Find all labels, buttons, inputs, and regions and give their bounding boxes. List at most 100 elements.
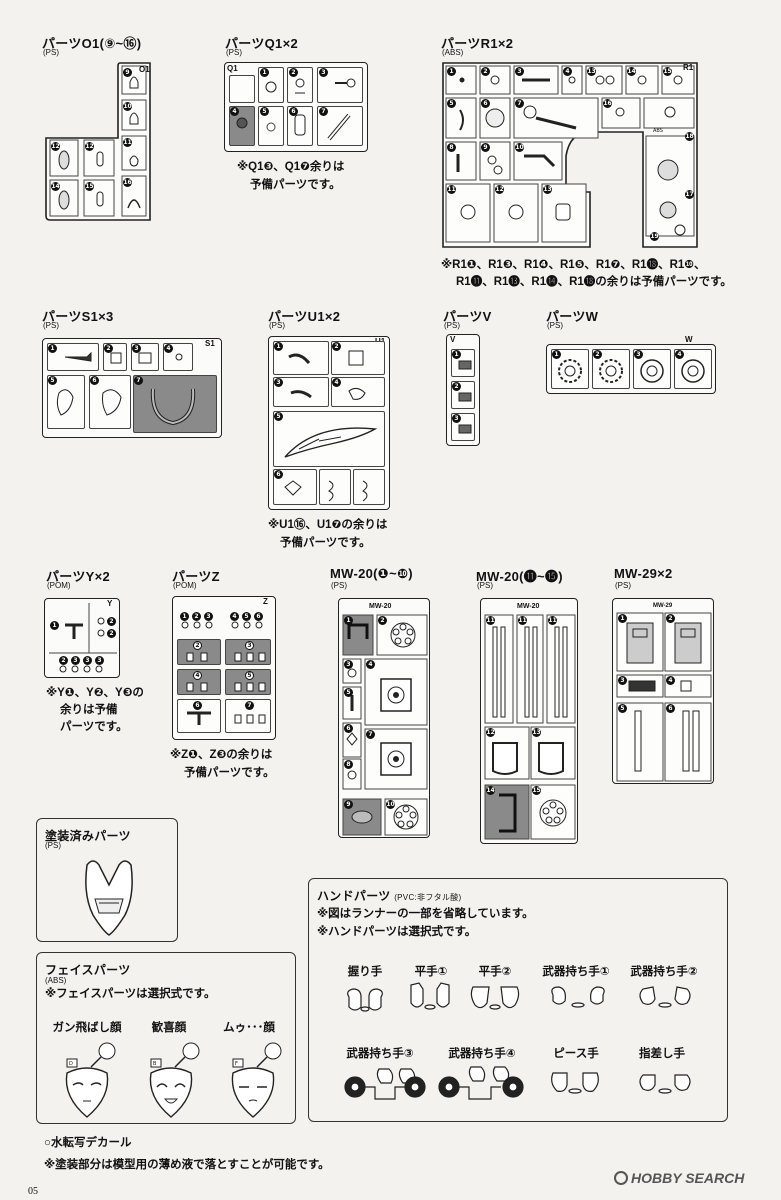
painted-parts-box: 塗装済みパーツ (PS): [36, 818, 178, 942]
part-number-badge: 2: [107, 617, 116, 626]
parts-u1-material: (PS): [269, 321, 285, 330]
hand-label-weapon-1: 武器持ち手①: [542, 966, 610, 978]
mw20b-runner: MW-20 11 11 11 12 13 14 15: [480, 598, 578, 844]
part-number-badge: 2: [59, 656, 68, 665]
hand-row1-drawings: [347, 982, 691, 1012]
parts-z-title: パーツZ: [172, 569, 220, 584]
parts-q1-tag: Q1: [227, 64, 238, 73]
part-number-badge: 16: [603, 99, 612, 108]
parts-u1-runner: U1 1 2 3 4 5 6: [268, 336, 390, 510]
part-number-badge: 1: [274, 342, 283, 351]
face-parts-box: フェイスパーツ (ABS) ※フェイスパーツは選択式です。 ガン飛ばし顔 歓喜顔…: [36, 952, 296, 1124]
parts-z-note-1: ※Z❶、Z❸の余りは: [170, 749, 273, 761]
watermark: HOBBY SEARCH: [614, 1170, 744, 1186]
parts-o1-tag: O1: [139, 65, 150, 74]
part-number-badge: 7: [134, 376, 143, 385]
parts-y-material: (POM): [47, 581, 71, 590]
part-number-badge: 4: [666, 676, 675, 685]
mw29-material: (PS): [615, 581, 631, 590]
hand-parts-material: (PVC:非フタル酸): [394, 893, 462, 902]
hand-label-weapon-3: 武器持ち手③: [346, 1048, 414, 1060]
part-number-badge: 2: [378, 616, 387, 625]
part-number-badge: 3: [452, 414, 461, 423]
part-number-badge: 3: [204, 612, 213, 621]
parts-q1-title: パーツQ1×2: [225, 36, 299, 51]
part-number-badge: 8: [447, 143, 456, 152]
mw20b-material: (PS): [477, 581, 493, 590]
face-label-2: 歓喜顔: [151, 1022, 187, 1034]
footer-note: ※塗装部分は模型用の薄め液で落とすことが可能です。: [44, 1159, 330, 1171]
parts-q1-note-2: 予備パーツです。: [250, 179, 341, 191]
part-number-badge: 1: [552, 350, 561, 359]
mw20b-title: MW-20(⓫~⓯): [476, 569, 563, 584]
parts-u1-note-2: 予備パーツです。: [280, 537, 371, 549]
painted-parts-material: (PS): [45, 841, 61, 850]
hand-label-flat-2: 平手②: [478, 966, 512, 978]
part-number-badge: 12: [495, 185, 504, 194]
runner-cell: [273, 341, 329, 375]
part-number-badge: 10: [515, 143, 524, 152]
parts-s1-tag: S1: [205, 339, 215, 348]
hand-label-flat-1: 平手①: [414, 966, 448, 978]
part-number-badge: 3: [71, 656, 80, 665]
part-number-badge: 6: [274, 470, 283, 479]
part-number-badge: 1: [344, 616, 353, 625]
parts-v-title: パーツV: [443, 309, 492, 324]
part-number-badge: 1: [180, 612, 189, 621]
part-number-badge: 6: [254, 612, 263, 621]
parts-z-tag: Z: [263, 597, 268, 606]
part-number-badge: 1: [260, 68, 269, 77]
watermark-logo-icon: [614, 1171, 628, 1185]
hand-parts-title: ハンドパーツ (PVC:非フタル酸): [317, 887, 462, 904]
face-label-3: ムゥ･･･顔: [223, 1022, 275, 1034]
part-number-badge: 6: [289, 107, 298, 116]
part-number-badge: 9: [481, 143, 490, 152]
hand-row2-drawings: [344, 1066, 691, 1100]
part-number-badge: 6: [344, 724, 353, 733]
mw29-runner: MW-29 1 2 3 4 5 6: [612, 598, 714, 784]
part-number-badge: 19: [650, 232, 659, 241]
part-number-badge: 2: [332, 342, 341, 351]
part-number-badge: 5: [245, 671, 254, 680]
part-number-badge: 1: [452, 350, 461, 359]
part-number-badge: 4: [164, 344, 173, 353]
face-label-1: ガン飛ばし顔: [52, 1022, 122, 1034]
mw29-title: MW-29×2: [614, 566, 673, 581]
runner-cell: [319, 469, 351, 505]
mw20a-tag: MW-20: [369, 603, 392, 610]
hand-label-weapon-2: 武器持ち手②: [630, 966, 698, 978]
hand-label-grip: 握り手: [347, 966, 383, 978]
parts-z-material: (POM): [173, 581, 197, 590]
part-number-badge: 9: [344, 800, 353, 809]
parts-y-note-3: パーツです。: [60, 721, 128, 733]
face-parts-material: (ABS): [45, 976, 67, 985]
part-number-badge: 2: [107, 629, 116, 638]
parts-u1-note-1: ※U1⑯、U1❼の余りは: [268, 519, 388, 531]
parts-w-tag: W: [685, 335, 693, 344]
part-number-badge: 2: [452, 382, 461, 391]
part-number-badge: 6: [481, 99, 490, 108]
watermark-text: HOBBY SEARCH: [631, 1170, 745, 1186]
face-letter-3: F: [235, 1061, 238, 1067]
mw20b-tag: MW-20: [517, 603, 540, 610]
hand-parts-note-1: ※図はランナーの一部を省略しています。: [317, 908, 534, 920]
part-number-badge: 11: [447, 185, 456, 194]
part-number-badge: 3: [132, 344, 141, 353]
mw29-tag: MW-29: [653, 603, 673, 609]
part-number-badge: 2: [193, 641, 202, 650]
parts-y-title: パーツY×2: [46, 569, 111, 584]
parts-s1-material: (PS): [43, 321, 59, 330]
part-number-badge: 3: [319, 68, 328, 77]
parts-o1-title: パーツO1(⑨~⑯): [42, 36, 142, 51]
part-number-badge: 6: [90, 376, 99, 385]
part-number-badge: 3: [344, 660, 353, 669]
parts-r1-note-2: R1⓫、R1⓭、R1⓮、R1⓲の余りは予備パーツです。: [456, 276, 732, 288]
hand-label-pointing: 指差し手: [639, 1048, 685, 1060]
part-number-badge: 5: [48, 376, 57, 385]
part-number-badge: 5: [618, 704, 627, 713]
part-number-badge: 13: [587, 67, 596, 76]
part-number-badge: 11: [486, 616, 495, 625]
part-number-badge: 10: [123, 102, 132, 111]
part-number-badge: 6: [666, 704, 675, 713]
part-number-badge: 15: [532, 786, 541, 795]
